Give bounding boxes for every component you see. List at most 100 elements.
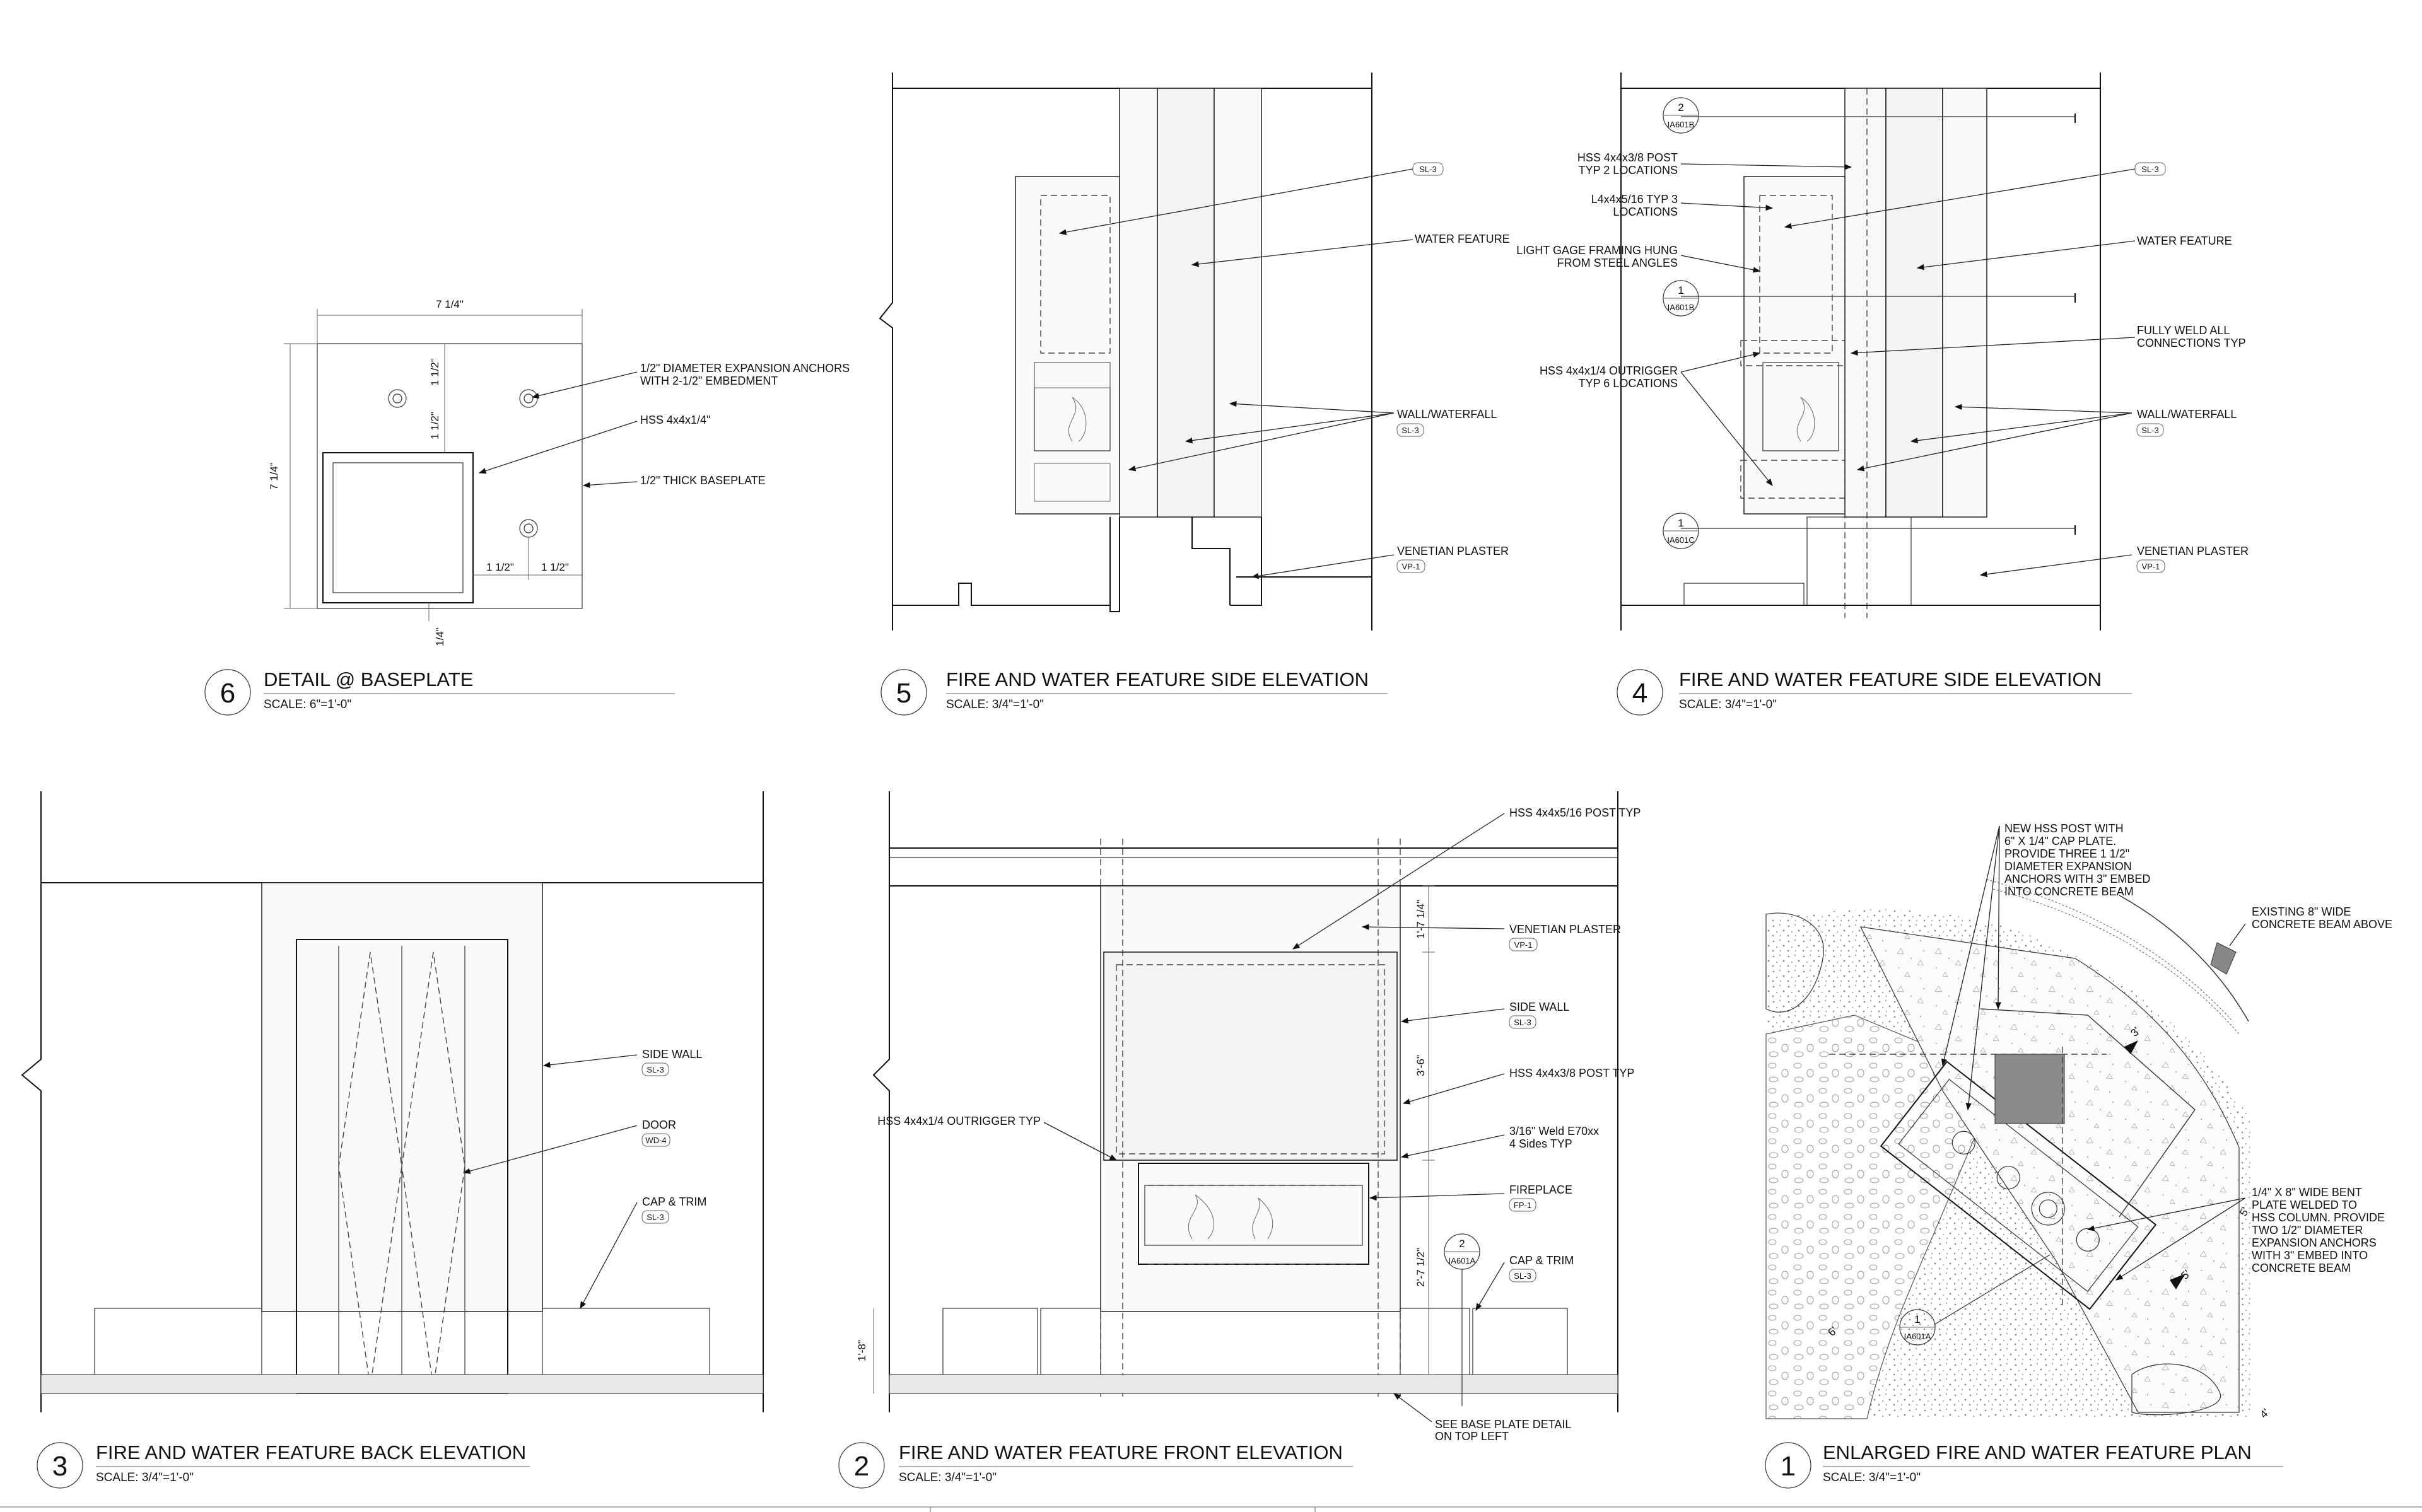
dim-edge-2: 1 1/2" [429, 412, 441, 439]
note-side-wall: SIDE WALL [1509, 1001, 1569, 1013]
svg-text:HSS COLUMN. PROVIDE: HSS COLUMN. PROVIDE [2252, 1211, 2385, 1224]
svg-text:CONCRETE BEAM ABOVE: CONCRETE BEAM ABOVE [2252, 918, 2392, 931]
svg-text:IA601C: IA601C [1667, 535, 1694, 545]
svg-text:PLATE WELDED TO: PLATE WELDED TO [2252, 1199, 2357, 1211]
tag-fp1: FP-1 [1514, 1201, 1531, 1210]
view-number-bubble [37, 1442, 83, 1489]
view-scale: SCALE: 6"=1'-0" [264, 698, 351, 711]
dim-top: 7 1/4" [436, 298, 464, 310]
view-number: 2 [854, 1451, 869, 1482]
new-hss-post [1994, 1054, 2065, 1124]
svg-text:1: 1 [1678, 284, 1683, 296]
section-ref-bubble: 1 IA601A [1899, 1254, 2051, 1346]
svg-text:IA601A: IA601A [1449, 1256, 1476, 1265]
dim-d: 1'-8" [856, 1340, 868, 1361]
svg-text:INTO CONCRETE BEAM: INTO CONCRETE BEAM [2004, 885, 2134, 898]
tag-wd4: WD-4 [645, 1136, 666, 1145]
note-venetian: VENETIAN PLASTER [2137, 545, 2249, 557]
note-water-feature: WATER FEATURE [2137, 235, 2232, 247]
mark-4: 4' [2257, 1406, 2271, 1420]
tag-sl3: SL-3 [1419, 165, 1436, 174]
back-plaster-wall [1214, 88, 1262, 518]
note-new-post: NEW HSS POST WITH 6" X 1/4" CAP PLATE. P… [2004, 822, 2150, 898]
view-number-bubble [880, 669, 927, 716]
note-cap-trim: CAP & TRIM [642, 1195, 706, 1208]
view-number-bubble [1617, 669, 1663, 716]
note-post-1: HSS 4x4x3/8 POST [1577, 151, 1678, 164]
note-bent-plate: 1/4" X 8" WIDE BENT PLATE WELDED TO HSS … [2252, 1186, 2385, 1274]
tag-sl3: SL-3 [1514, 1018, 1531, 1027]
view-scale: SCALE: 3/4"=1'-0" [946, 698, 1044, 711]
svg-text:DIAMETER EXPANSION: DIAMETER EXPANSION [2004, 860, 2132, 873]
svg-text:PROVIDE THREE 1 1/2": PROVIDE THREE 1 1/2" [2004, 847, 2129, 860]
note-anchors-line1: 1/2" DIAMETER EXPANSION ANCHORS [640, 362, 850, 375]
dim-left: 7 1/4" [268, 462, 280, 490]
note-door: DOOR [642, 1119, 676, 1131]
note-post-38: HSS 4x4x3/8 POST TYP [1509, 1067, 1634, 1079]
view-title: FIRE AND WATER FEATURE BACK ELEVATION [96, 1441, 526, 1463]
note-weld-1: 3/16" Weld E70xx [1509, 1125, 1599, 1137]
svg-text:IA601B: IA601B [1668, 120, 1695, 129]
note-base-1: SEE BASE PLATE DETAIL [1435, 1418, 1571, 1431]
tag-sl3-b: SL-3 [646, 1213, 664, 1222]
section-ref-bubble: 2 IA601B [1663, 97, 1699, 134]
note-anchors-line2: WITH 2-1/2" EMBEDMENT [640, 375, 778, 387]
note-outrigger: HSS 4x4x1/4 OUTRIGGER TYP [877, 1115, 1041, 1127]
svg-text:ANCHORS WITH 3" EMBED: ANCHORS WITH 3" EMBED [2004, 873, 2150, 885]
view-title: ENLARGED FIRE AND WATER FEATURE PLAN [1823, 1441, 2252, 1463]
note-post-2: TYP 2 LOCATIONS [1579, 164, 1678, 177]
svg-text:2: 2 [1459, 1238, 1465, 1250]
note-water-feature: WATER FEATURE [1415, 233, 1510, 245]
svg-text:IA601A: IA601A [1904, 1332, 1931, 1341]
svg-text:IA601B: IA601B [1668, 303, 1695, 312]
svg-text:6" X 1/4" CAP PLATE.: 6" X 1/4" CAP PLATE. [2004, 835, 2116, 847]
view-scale: SCALE: 3/4"=1'-0" [1679, 698, 1777, 711]
note-cap-trim: CAP & TRIM [1509, 1254, 1574, 1267]
svg-text:EXPANSION ANCHORS: EXPANSION ANCHORS [2252, 1236, 2377, 1249]
view-4-side-elevation-structure: 2 IA601B 1 IA601B 1 IA601C HSS 4x4x3/8 P… [1516, 73, 2249, 716]
note-venetian: VENETIAN PLASTER [1509, 923, 1621, 936]
dim-edge-3: 1 1/2" [486, 561, 514, 573]
view-number: 6 [220, 678, 235, 709]
note-existing-beam: EXISTING 8" WIDE CONCRETE BEAM ABOVE [2252, 905, 2392, 931]
note-weld-2: CONNECTIONS TYP [2137, 337, 2246, 349]
venetian-plaster-wall [1119, 88, 1158, 518]
tag-vp1: VP-1 [1514, 940, 1533, 950]
view-title: FIRE AND WATER FEATURE SIDE ELEVATION [946, 668, 1369, 690]
note-base-2: ON TOP LEFT [1435, 1430, 1509, 1443]
existing-beam-mark [2210, 942, 2237, 975]
view-number-bubble [838, 1442, 885, 1489]
note-angle-1: L4x4x5/16 TYP 3 [1591, 193, 1678, 206]
anchor-bolt [519, 519, 538, 538]
dim-edge-4: 1 1/2" [541, 561, 569, 573]
view-1-enlarged-plan: 3' 5' 5' 6' 4' 1 IA601A NEW HSS POST WIT… [1765, 822, 2392, 1489]
waterfall-stone-wall [1157, 88, 1215, 518]
waterfall-stone [1103, 951, 1398, 1161]
view-number-bubble [1765, 1442, 1811, 1489]
view-title: FIRE AND WATER FEATURE SIDE ELEVATION [1679, 668, 2102, 690]
svg-text:TWO 1/2" DIAMETER: TWO 1/2" DIAMETER [2252, 1224, 2363, 1236]
note-weld-2: 4 Sides TYP [1509, 1137, 1572, 1150]
dim-b: 3'-6" [1415, 1055, 1427, 1076]
view-number: 1 [1781, 1451, 1796, 1482]
note-post-typ: HSS 4x4x5/16 POST TYP [1509, 806, 1641, 819]
view-title: FIRE AND WATER FEATURE FRONT ELEVATION [899, 1441, 1343, 1463]
view-number: 3 [52, 1451, 67, 1482]
note-outrigger-2: TYP 6 LOCATIONS [1579, 377, 1678, 390]
water-feature-box [1015, 176, 1120, 515]
tag-vp1: VP-1 [2142, 562, 2160, 571]
view-number: 4 [1632, 678, 1647, 709]
note-side-wall: SIDE WALL [642, 1048, 702, 1061]
hss-tube-inner [332, 462, 464, 593]
dim-c: 2'-7 1/2" [1415, 1248, 1427, 1287]
note-framing-2: FROM STEEL ANGLES [1557, 257, 1678, 269]
tag-vp1: VP-1 [1402, 562, 1420, 571]
note-fireplace: FIREPLACE [1509, 1183, 1572, 1196]
svg-text:CONCRETE BEAM: CONCRETE BEAM [2252, 1262, 2351, 1274]
view-number-bubble [204, 669, 251, 716]
dim-wall: 1/4" [434, 627, 446, 646]
view-3-back-elevation: SIDE WALL SL-3 DOOR WD-4 CAP & TRIM SL-3… [21, 791, 764, 1489]
tag-sl3: SL-3 [2141, 165, 2158, 174]
note-wall-waterfall: WALL/WATERFALL [1397, 408, 1497, 421]
